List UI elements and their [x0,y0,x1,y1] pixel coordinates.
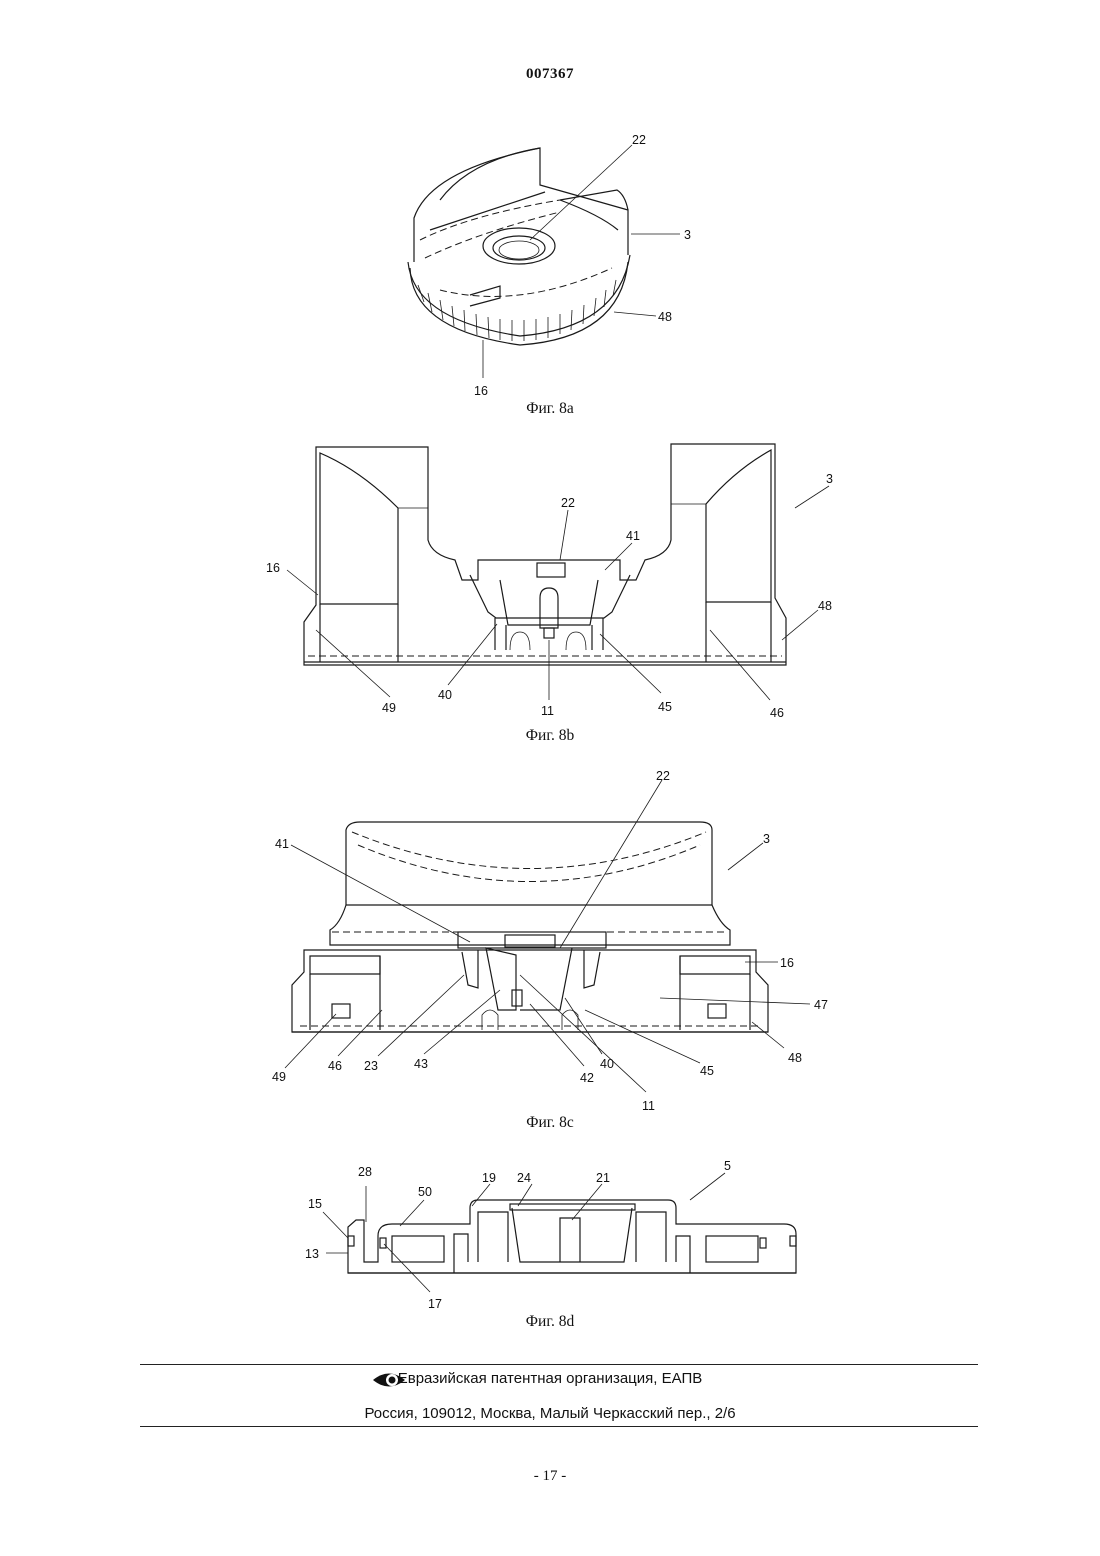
label-8b-49: 49 [382,701,396,715]
label-8d-21: 21 [596,1171,610,1185]
label-8b-41: 41 [626,529,640,543]
figure-8d-drawing: 28 50 19 24 21 5 15 13 17 Фиг. 8d [305,1159,796,1330]
footer-bottom-rule [140,1426,978,1427]
caption-fig-8c: Фиг. 8c [526,1114,574,1131]
caption-fig-8b: Фиг. 8b [526,727,575,744]
leader-8c-43 [424,990,500,1054]
label-8c-42: 42 [580,1071,594,1085]
leader-8b-16 [287,570,318,595]
label-8b-46: 46 [770,706,784,720]
leader-8c-47 [660,998,810,1004]
leader-8b-41 [605,543,632,570]
leader-8c-23 [378,975,464,1056]
leader-8c-41 [291,845,470,942]
leader-8b-22 [560,510,568,560]
footer-org-name: Евразийская патентная организация, ЕАПВ [0,1370,1100,1387]
figure-8b-drawing: 3 22 41 16 48 49 40 11 45 46 Фиг. 8b [266,444,833,744]
label-8d-13: 13 [305,1247,319,1261]
leader-8d-24 [518,1184,532,1206]
label-8c-23: 23 [364,1059,378,1073]
caption-fig-8d: Фиг. 8d [526,1313,575,1330]
label-8b-22: 22 [561,496,575,510]
leader-8a-22 [530,145,632,240]
label-8c-40: 40 [600,1057,614,1071]
leader-8b-40 [448,624,497,685]
leader-8b-49 [316,630,390,697]
label-8d-50: 50 [418,1185,432,1199]
leader-8c-42 [530,1004,584,1066]
label-8b-40: 40 [438,688,452,702]
page-number: - 17 - [0,1468,1100,1485]
caption-fig-8a: Фиг. 8a [526,400,574,417]
leader-8d-17 [384,1244,430,1292]
label-8c-48: 48 [788,1051,802,1065]
label-8b-45: 45 [658,700,672,714]
label-8c-16: 16 [780,956,794,970]
footer-top-rule [140,1364,978,1365]
label-8c-3: 3 [763,832,770,846]
label-8c-45: 45 [700,1064,714,1078]
leader-8b-45 [600,634,661,693]
label-8d-24: 24 [517,1171,531,1185]
leader-8c-46 [338,1010,382,1056]
label-8d-17: 17 [428,1297,442,1311]
label-8d-15: 15 [308,1197,322,1211]
label-8d-19: 19 [482,1171,496,1185]
label-8b-11: 11 [541,704,554,718]
leader-8d-50 [400,1200,424,1226]
label-8d-5: 5 [724,1159,731,1173]
figure-8a-drawing: 22 3 48 16 Фиг. 8a [408,133,691,417]
label-8a-22: 22 [632,133,646,147]
footer-address: Россия, 109012, Москва, Малый Черкасский… [0,1405,1100,1422]
label-8c-47: 47 [814,998,828,1012]
label-8d-28: 28 [358,1165,372,1179]
leader-8c-22 [560,780,662,948]
leader-8d-21 [572,1184,602,1220]
label-8c-41: 41 [275,837,289,851]
label-8a-16: 16 [474,384,488,398]
leader-8d-5 [690,1173,725,1200]
label-8a-3: 3 [684,228,691,242]
label-8b-16: 16 [266,561,280,575]
leader-8b-48 [782,610,818,640]
leader-8b-3 [795,486,829,508]
leader-8c-3 [728,843,763,870]
label-8b-3: 3 [826,472,833,486]
leader-8d-19 [472,1184,490,1206]
label-8a-48: 48 [658,310,672,324]
leader-8a-48 [614,312,656,316]
label-8c-22: 22 [656,769,670,783]
leader-8d-15 [323,1212,348,1238]
label-8c-43: 43 [414,1057,428,1071]
label-8b-48: 48 [818,599,832,613]
label-8c-11: 11 [642,1099,655,1113]
figure-8c-drawing: 22 3 41 16 47 48 49 46 23 43 42 40 45 11… [272,769,828,1131]
label-8c-46: 46 [328,1059,342,1073]
leader-8c-45 [585,1010,700,1063]
label-8c-49: 49 [272,1070,286,1084]
